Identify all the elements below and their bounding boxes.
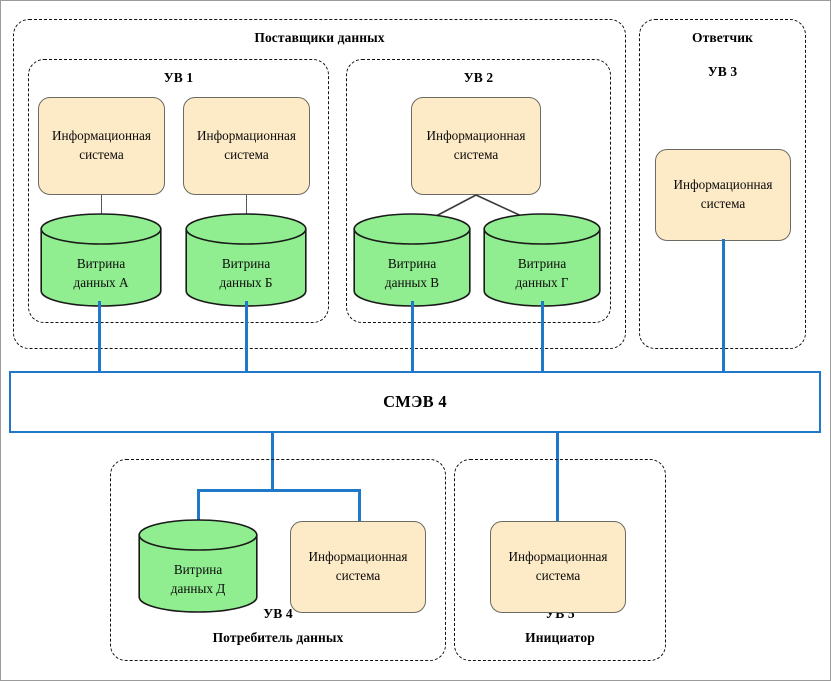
info-system-uv5-label: Информационная система	[508, 549, 608, 583]
group-respondent: Ответчик УВ 3	[639, 19, 806, 349]
connector-is-uv1b-to-mart-b	[245, 195, 248, 223]
connector-mart-b-to-bus	[244, 301, 248, 373]
info-system-uv3[interactable]: Информационная система	[655, 149, 791, 241]
group-respondent-subtitle: УВ 3	[707, 64, 738, 79]
data-mart-d-label: Витрина данных Д	[170, 562, 226, 596]
info-system-uv1-a-label: Информационная система	[52, 128, 151, 162]
info-system-uv4-label: Информационная система	[308, 549, 408, 583]
group-uv4: УВ 4 Потребитель данных	[110, 459, 446, 661]
info-system-uv2[interactable]: Информационная система	[411, 97, 541, 195]
group-uv1: УВ 1	[28, 59, 329, 323]
connector-is-uv1a-to-mart-a	[100, 195, 103, 223]
group-data-providers: Поставщики данных	[13, 19, 626, 349]
connector-bus-to-uv4	[271, 433, 274, 491]
data-mart-v-label: Витрина данных В	[384, 256, 440, 290]
data-mart-a-label: Витрина данных А	[73, 256, 129, 290]
connector-bus-to-uv5	[556, 433, 559, 523]
data-mart-v[interactable]: Витрина данных В	[353, 213, 471, 307]
connector-mart-g-to-bus	[540, 301, 544, 373]
group-uv4-subtitle: Потребитель данных	[212, 630, 344, 645]
info-system-uv1-b-label: Информационная система	[197, 128, 296, 162]
cylinder-shape-icon	[138, 519, 258, 613]
group-data-providers-title: Поставщики данных	[254, 30, 385, 45]
info-system-uv3-label: Информационная система	[673, 177, 773, 211]
group-uv2-title: УВ 2	[463, 70, 494, 85]
cylinder-shape-icon	[185, 213, 307, 307]
group-uv4-title: УВ 4	[263, 606, 293, 621]
cylinder-shape-icon	[40, 213, 162, 307]
data-mart-g[interactable]: Витрина данных Г	[483, 213, 601, 307]
info-system-uv4[interactable]: Информационная система	[290, 521, 426, 613]
connector-is-uv3-to-bus	[721, 239, 725, 373]
connector-uv4-split-horizontal	[197, 489, 361, 492]
data-mart-d[interactable]: Витрина данных Д	[138, 519, 258, 613]
group-uv5-subtitle: Инициатор	[525, 630, 595, 645]
connector-uv4-to-mart-d	[197, 489, 200, 521]
data-mart-b-label: Витрина данных Б	[219, 256, 273, 290]
group-respondent-title: Ответчик	[691, 30, 754, 45]
info-system-uv2-label: Информационная система	[426, 128, 526, 162]
cylinder-shape-icon	[353, 213, 471, 307]
smev-bus[interactable]: СМЭВ 4	[9, 371, 821, 433]
group-uv1-title: УВ 1	[163, 70, 194, 85]
data-mart-g-label: Витрина данных Г	[515, 256, 569, 290]
smev-bus-label: СМЭВ 4	[383, 392, 447, 411]
data-mart-b[interactable]: Витрина данных Б	[185, 213, 307, 307]
info-system-uv1-a[interactable]: Информационная система	[38, 97, 165, 195]
info-system-uv5[interactable]: Информационная система	[490, 521, 626, 613]
group-uv5: УВ 5 Инициатор	[454, 459, 666, 661]
cylinder-shape-icon	[483, 213, 601, 307]
data-mart-a[interactable]: Витрина данных А	[40, 213, 162, 307]
group-uv2: УВ 2	[346, 59, 611, 323]
connector-mart-a-to-bus	[98, 301, 101, 373]
connector-uv4-to-is	[358, 489, 361, 523]
info-system-uv1-b[interactable]: Информационная система	[183, 97, 310, 195]
connector-mart-v-to-bus	[410, 301, 414, 373]
